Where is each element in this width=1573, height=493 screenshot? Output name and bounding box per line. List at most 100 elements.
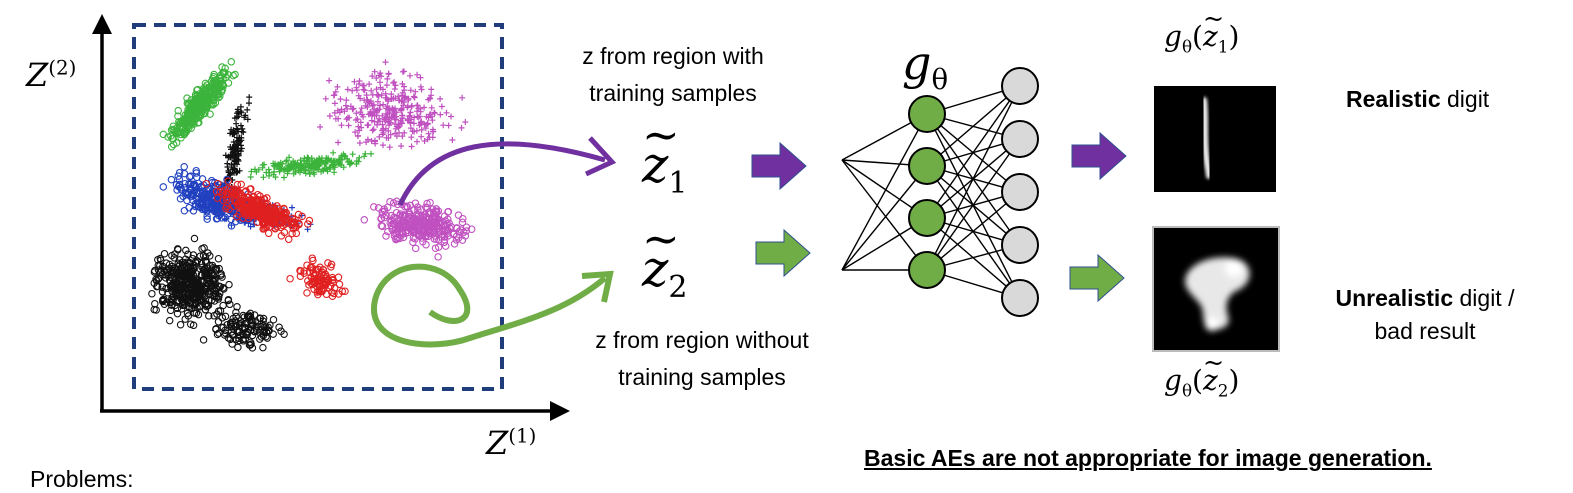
scatter-point [329, 275, 337, 284]
scatter-point [224, 190, 232, 198]
scatter-point [203, 274, 212, 283]
scatter-point [319, 265, 327, 274]
scatter-point [234, 343, 242, 352]
scatter-point [275, 323, 283, 332]
scatter-point [187, 298, 196, 306]
scatter-point [193, 189, 201, 198]
output-node [1001, 67, 1039, 105]
scatter-point [244, 106, 251, 113]
scatter-point [330, 149, 337, 156]
scatter-point [367, 110, 374, 117]
scatter-point [204, 249, 212, 257]
scatter-point [303, 289, 311, 297]
scatter-point [258, 219, 267, 228]
scatter-point [411, 128, 418, 135]
scatter-point [242, 112, 249, 119]
scatter-point [159, 183, 168, 191]
scatter-point [156, 268, 164, 277]
scatter-point [313, 157, 320, 164]
scatter-point [317, 124, 324, 130]
scatter-point [432, 214, 440, 222]
scatter-point [270, 221, 279, 229]
scatter-point [390, 213, 398, 222]
scatter-point [224, 79, 233, 87]
scatter-point [400, 219, 408, 228]
scatter-point [263, 169, 270, 176]
scatter-point [183, 196, 191, 205]
scatter-point [171, 270, 180, 278]
scatter-point [388, 115, 395, 122]
scatter-point [374, 98, 381, 105]
scatter-point [396, 223, 405, 232]
scatter-point [298, 212, 306, 221]
y-axis-label-base: Z [26, 56, 49, 94]
scatter-point [349, 87, 356, 94]
scatter-point [240, 129, 247, 136]
scatter-point [251, 205, 259, 213]
scatter-point [407, 87, 414, 94]
region-with-line2: training samples [589, 80, 757, 106]
scatter-point [295, 167, 302, 174]
realistic-caption-rest: digit [1440, 86, 1490, 112]
scatter-point [178, 297, 187, 305]
scatter-point [190, 263, 199, 272]
scatter-point [414, 71, 421, 78]
scatter-point [399, 80, 406, 87]
scatter-point [425, 130, 432, 137]
decoder-label: gθ [902, 36, 948, 96]
scatter-point [225, 154, 232, 161]
scatter-point [237, 180, 245, 189]
scatter-point [239, 337, 248, 345]
scatter-point [437, 95, 444, 102]
scatter-point [332, 88, 339, 95]
scatter-point [168, 281, 177, 290]
scatter-point [384, 103, 391, 110]
scatter-point [204, 101, 212, 110]
scatter-point [253, 207, 261, 215]
scatter-point [210, 70, 218, 79]
scatter-point [316, 282, 324, 291]
scatter-point [377, 79, 383, 86]
scatter-point [391, 86, 398, 92]
scatter-point [218, 63, 226, 71]
scatter-point [432, 205, 441, 213]
purple-block-arrow-out [1071, 131, 1127, 181]
scatter-point [281, 174, 287, 181]
scatter-point [443, 109, 450, 116]
scatter-point [340, 164, 347, 171]
scatter-point [431, 232, 440, 240]
scatter-point [160, 249, 169, 258]
scatter-point [400, 211, 408, 219]
scatter-point [423, 113, 430, 120]
scatter-point [421, 220, 429, 228]
scatter-point [218, 314, 227, 322]
scatter-point [246, 100, 252, 107]
scatter-point [214, 209, 222, 218]
scatter-point [423, 121, 430, 128]
scatter-point [337, 96, 344, 103]
scatter-point [334, 83, 341, 90]
scatter-point [248, 168, 255, 175]
decoder-network [751, 67, 1127, 317]
scatter-point [213, 214, 222, 223]
network-edge [841, 159, 928, 271]
scatter-point [224, 296, 233, 305]
scatter-point [410, 93, 417, 100]
scatter-point [191, 292, 200, 300]
scatter-point [409, 220, 417, 228]
digit-one-glyph [1201, 97, 1212, 179]
network-edge [926, 85, 1021, 271]
scatter-point [328, 276, 337, 285]
scatter-point [346, 114, 353, 121]
scatter-point [398, 143, 405, 149]
scatter-point [288, 229, 296, 238]
scatter-point [247, 223, 254, 230]
unrealistic-caption-rest: digit / [1453, 285, 1515, 311]
scatter-point [382, 232, 390, 240]
scatter-point [231, 130, 238, 136]
decoder-label-base: g [902, 36, 932, 90]
scatter-point [263, 334, 272, 342]
scatter-point [226, 185, 235, 194]
network-edge [841, 113, 928, 271]
scatter-point [353, 84, 360, 91]
